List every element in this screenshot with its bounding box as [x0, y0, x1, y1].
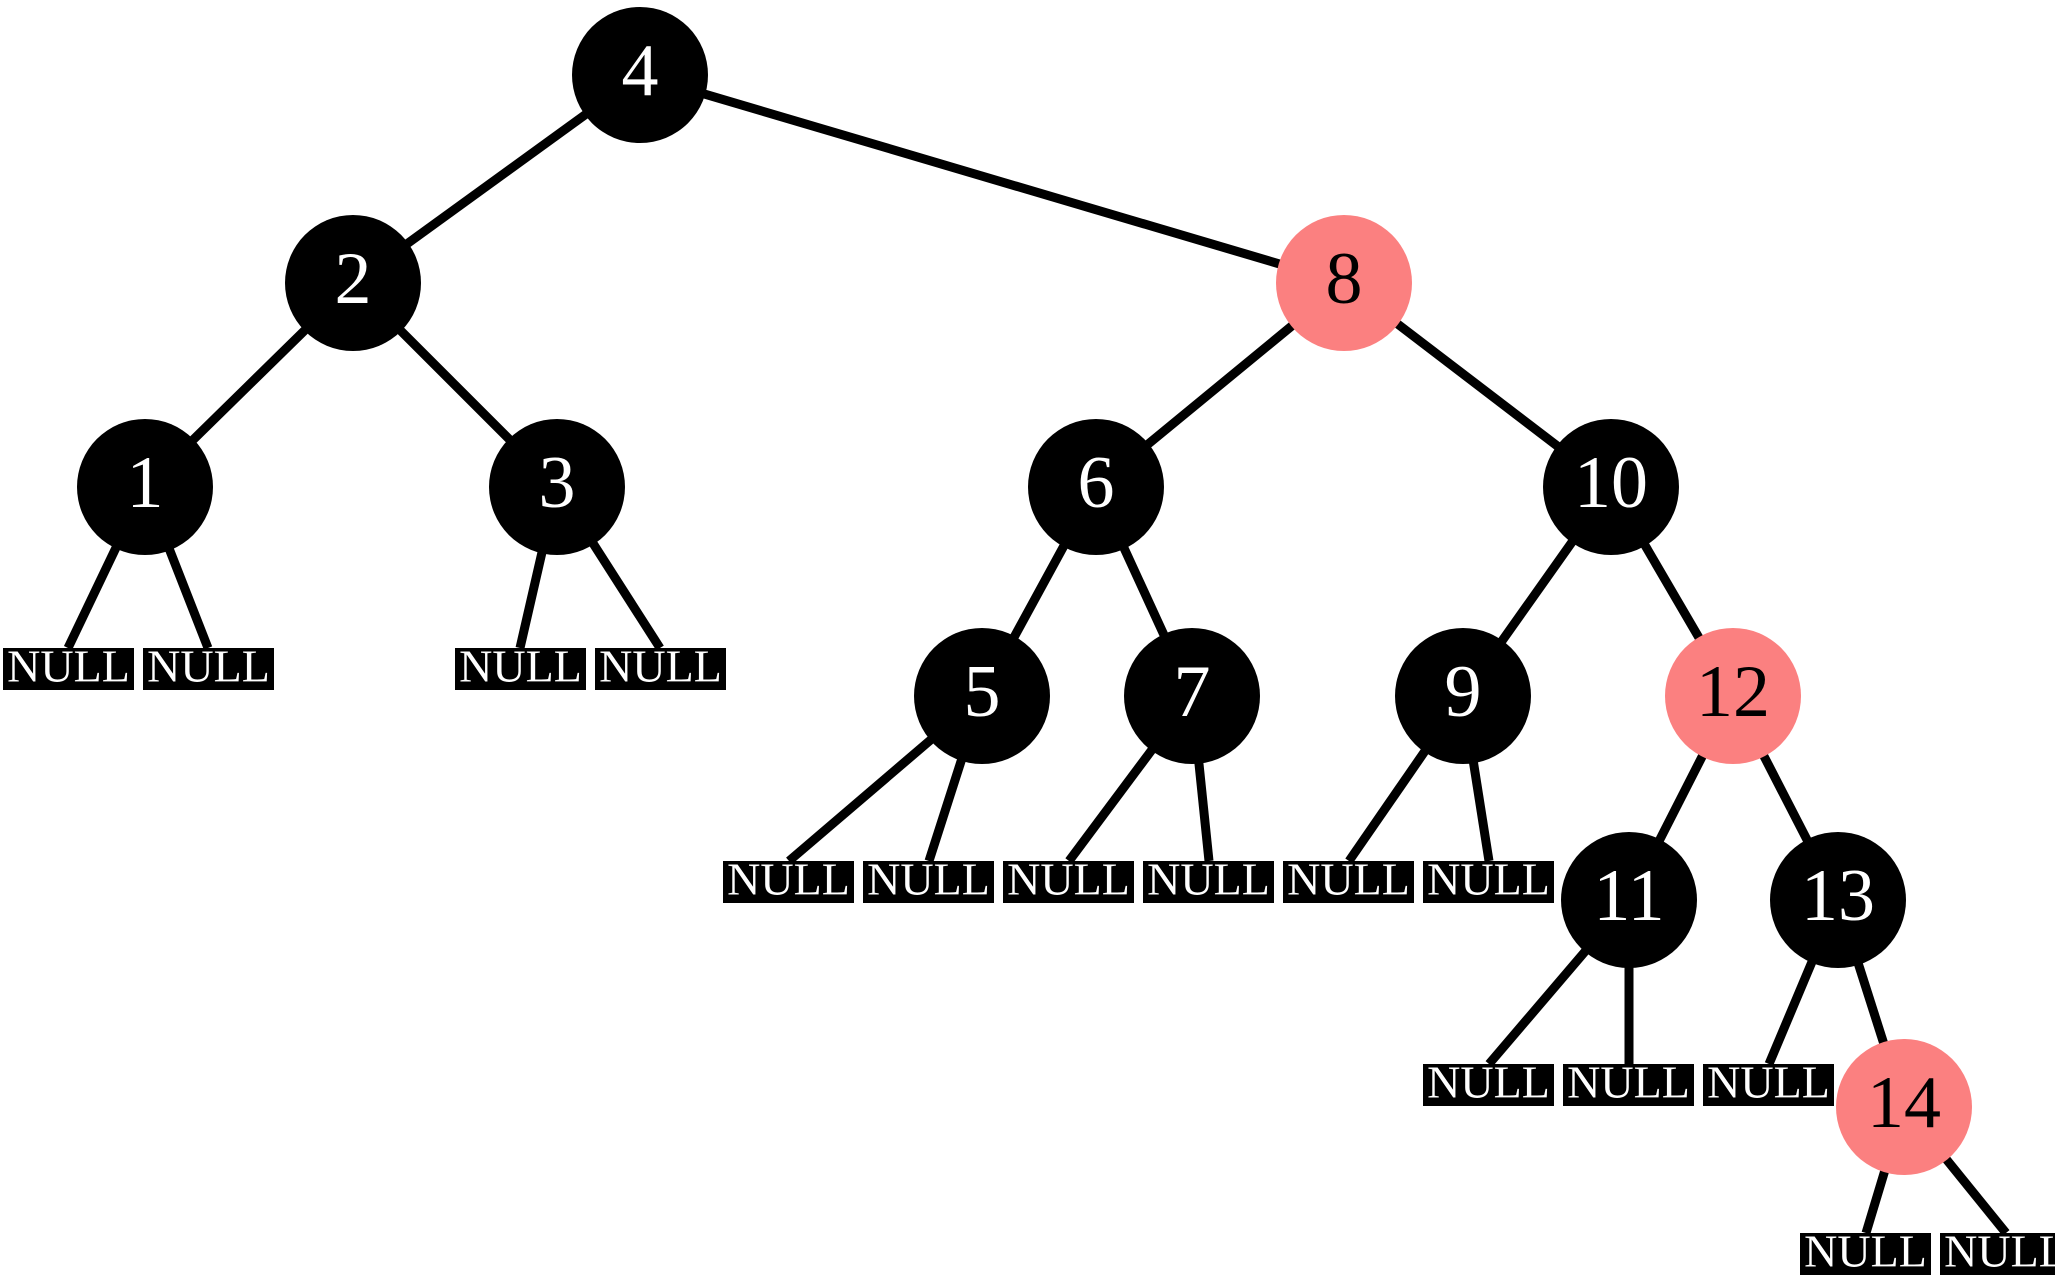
null-node: NULL: [1800, 1226, 1931, 1277]
tree-node-circle[interactable]: [572, 7, 708, 143]
tree-node-circle[interactable]: [1276, 215, 1412, 351]
tree-node-10[interactable]: 10: [1543, 419, 1679, 555]
null-node: NULL: [3, 641, 134, 692]
null-node-box: [3, 648, 134, 690]
tree-node-label: 10: [1574, 442, 1648, 524]
null-nodes-layer: NULL NULL NULL NULL NULL NULL NULL NULL NULL NULL…: [3, 641, 2055, 1277]
tree-node-label: 9: [1445, 651, 1482, 733]
tree-node-12[interactable]: 12: [1665, 628, 1801, 764]
tree-node-circle[interactable]: [1836, 1039, 1972, 1175]
tree-node-circle[interactable]: [1543, 419, 1679, 555]
null-node-box: [723, 861, 854, 903]
tree-node-7[interactable]: 7: [1124, 628, 1260, 764]
tree-edge: [638, 70, 1346, 288]
tree-node-label: 8: [1326, 238, 1363, 320]
null-node: NULL: [1423, 1057, 1554, 1108]
tree-node-circle[interactable]: [1395, 628, 1531, 764]
null-node-label: NULL: [1007, 854, 1130, 905]
null-node-box: [1563, 1064, 1694, 1106]
null-node: NULL: [1283, 854, 1414, 905]
tree-node-3[interactable]: 3: [489, 419, 625, 555]
null-node: NULL: [1423, 854, 1554, 905]
null-node-label: NULL: [599, 641, 722, 692]
null-node-box: [1703, 1064, 1834, 1106]
null-node: NULL: [1563, 1057, 1694, 1108]
tree-node-label: 2: [335, 238, 372, 320]
null-node-box: [1940, 1233, 2055, 1275]
null-node-box: [1143, 861, 1274, 903]
null-node-label: NULL: [7, 641, 130, 692]
null-node-label: NULL: [1707, 1057, 1830, 1108]
tree-node-label: 14: [1867, 1062, 1941, 1144]
tree-node-circle[interactable]: [914, 628, 1050, 764]
tree-node-9[interactable]: 9: [1395, 628, 1531, 764]
tree-node-circle[interactable]: [285, 215, 421, 351]
null-node-label: NULL: [867, 854, 990, 905]
null-node-box: [595, 648, 726, 690]
null-node-label: NULL: [147, 641, 270, 692]
null-node: NULL: [455, 641, 586, 692]
null-node-box: [455, 648, 586, 690]
null-node-label: NULL: [1427, 1057, 1550, 1108]
null-node: NULL: [595, 641, 726, 692]
null-node: NULL: [1143, 854, 1274, 905]
null-node-label: NULL: [1287, 854, 1410, 905]
tree-node-circle[interactable]: [1665, 628, 1801, 764]
tree-node-label: 7: [1174, 651, 1211, 733]
null-node-box: [1003, 861, 1134, 903]
null-node: NULL: [723, 854, 854, 905]
tree-node-label: 4: [622, 30, 659, 112]
null-node: NULL: [143, 641, 274, 692]
null-node: NULL: [863, 854, 994, 905]
tree-node-circle[interactable]: [77, 419, 213, 555]
tree-node-label: 1: [127, 442, 164, 524]
tree-node-circle[interactable]: [489, 419, 625, 555]
tree-node-6[interactable]: 6: [1028, 419, 1164, 555]
tree-node-circle[interactable]: [1561, 832, 1697, 968]
null-node-box: [1283, 861, 1414, 903]
tree-node-label: 13: [1801, 855, 1875, 937]
null-node: NULL: [1940, 1226, 2055, 1277]
null-node-label: NULL: [1944, 1226, 2055, 1277]
tree-node-label: 11: [1593, 855, 1664, 937]
tree-node-5[interactable]: 5: [914, 628, 1050, 764]
null-node-box: [863, 861, 994, 903]
null-node-label: NULL: [1804, 1226, 1927, 1277]
tree-node-11[interactable]: 11: [1561, 832, 1697, 968]
null-node-box: [1423, 861, 1554, 903]
null-node: NULL: [1703, 1057, 1834, 1108]
null-node: NULL: [1003, 854, 1134, 905]
tree-node-14[interactable]: 14: [1836, 1039, 1972, 1175]
tree-node-2[interactable]: 2: [285, 215, 421, 351]
null-node-box: [143, 648, 274, 690]
tree-node-circle[interactable]: [1770, 832, 1906, 968]
tree-node-circle[interactable]: [1124, 628, 1260, 764]
null-node-label: NULL: [1427, 854, 1550, 905]
tree-node-label: 6: [1078, 442, 1115, 524]
tree-node-label: 5: [964, 651, 1001, 733]
null-node-label: NULL: [727, 854, 850, 905]
tree-node-13[interactable]: 13: [1770, 832, 1906, 968]
null-node-box: [1800, 1233, 1931, 1275]
tree-node-label: 3: [539, 442, 576, 524]
tree-node-circle[interactable]: [1028, 419, 1164, 555]
null-node-label: NULL: [1567, 1057, 1690, 1108]
tree-node-4[interactable]: 4: [572, 7, 708, 143]
null-node-box: [1423, 1064, 1554, 1106]
tree-node-label: 12: [1696, 651, 1770, 733]
tree-node-8[interactable]: 8: [1276, 215, 1412, 351]
tree-node-1[interactable]: 1: [77, 419, 213, 555]
null-node-label: NULL: [459, 641, 582, 692]
null-node-label: NULL: [1147, 854, 1270, 905]
